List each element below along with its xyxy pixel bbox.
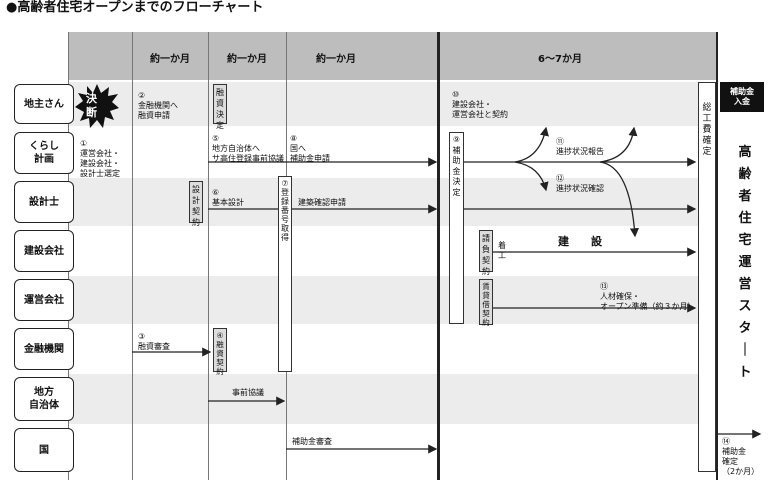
row-band-designer (68, 178, 718, 226)
building-confirmation-label: 建築確認申請 (298, 198, 346, 207)
role-national-government: 国 (14, 428, 74, 472)
role-financial-institution: 金融機関 (14, 328, 74, 370)
step-8-subsidy-application: ⑧ 国へ 補助金申請 (290, 134, 330, 163)
step-10-contract: ⑩ 建設会社・ 運営会社と契約 (452, 90, 508, 119)
role-landowner: 地主さん (14, 84, 74, 124)
final-divider (716, 32, 718, 480)
step-2-loan-application: ② 金融機関へ 融資申請 (138, 91, 178, 120)
role-construction-company: 建設会社 (14, 230, 74, 272)
step-6-basic-design: ⑥ 基本設計 (212, 188, 244, 207)
step-1-selection: ① 運営会社・ 建設会社・ 設計士選定 (80, 139, 120, 178)
box-loan-decision: 融 資 決 定 (213, 84, 227, 130)
period-header-2: 約一か月 (227, 54, 267, 65)
prior-consultation-label: 事前協議 (232, 388, 264, 397)
step-5-prior-consultation: ⑤ 地方自治体へ サ高住登録事前協議 (212, 134, 284, 163)
role-operating-company: 運営会社 (14, 279, 74, 321)
row-band-operator (68, 276, 718, 324)
construction-start-label: 着 工 (498, 241, 506, 260)
header-bar-right (440, 32, 718, 80)
step-11-progress-report: ⑪ 進捗状況報告 (556, 137, 604, 156)
step-3-loan-review: ③ 融資審査 (138, 332, 170, 351)
box-registration-number: ⑦ 登 録 番 号 取 得 (278, 176, 292, 372)
page-title: ●高齢者住宅オープンまでのフローチャート (6, 0, 264, 15)
row-band-landowner (68, 82, 718, 126)
phase-divider (437, 32, 440, 480)
role-designer: 設計士 (14, 181, 74, 223)
box-contract-agreement: 請 負 契 約 (479, 230, 493, 276)
decision-burst-badge (75, 84, 119, 128)
divider (132, 32, 133, 480)
arrow-down-to-construction (599, 161, 639, 238)
construction-label: 建 設 (558, 235, 602, 248)
box-loan-contract: ④ 融 資 契 約 (213, 328, 227, 376)
operations-start-label: 高 齢 者 住 宅 運 営 ス タ ｜ ト (738, 145, 752, 380)
divider (208, 32, 209, 480)
arrow-check-down (514, 161, 549, 192)
subsidy-review-label: 補助金審査 (292, 437, 332, 446)
step-13-staffing: ⑬ 人材確保・ オープン準備（約３か月） (600, 282, 696, 311)
step-14-subsidy-confirmed: ⑭ 補助金 確定 （2か月） (722, 437, 760, 476)
row-band-local-gov (68, 374, 718, 424)
arrow-report-up-right (599, 126, 638, 163)
box-design-contract: 設 計 契 約 (189, 181, 203, 227)
box-total-cost-finalized: 総 工 費 確 定 (698, 82, 716, 472)
box-subsidy-decision: ⑨ 補 助 金 決 定 (449, 132, 464, 324)
period-header-4: 6～7か月 (538, 54, 582, 65)
arrow-report-up-left (514, 126, 549, 163)
period-header-1: 約一か月 (150, 54, 190, 65)
subsidy-received-badge: 補助金 入金 (720, 82, 764, 112)
role-local-government: 地方 自治体 (14, 377, 74, 421)
period-header-3: 約一か月 (316, 54, 356, 65)
decision-label: 決 断 (86, 92, 97, 119)
box-lease-contract: 賃 貸 借 契 約 (479, 279, 493, 327)
step-12-progress-check: ⑫ 進捗状況確認 (556, 174, 604, 193)
header-bar-left (68, 32, 438, 80)
role-kurashi-keikaku: くらし 計画 (14, 132, 74, 174)
